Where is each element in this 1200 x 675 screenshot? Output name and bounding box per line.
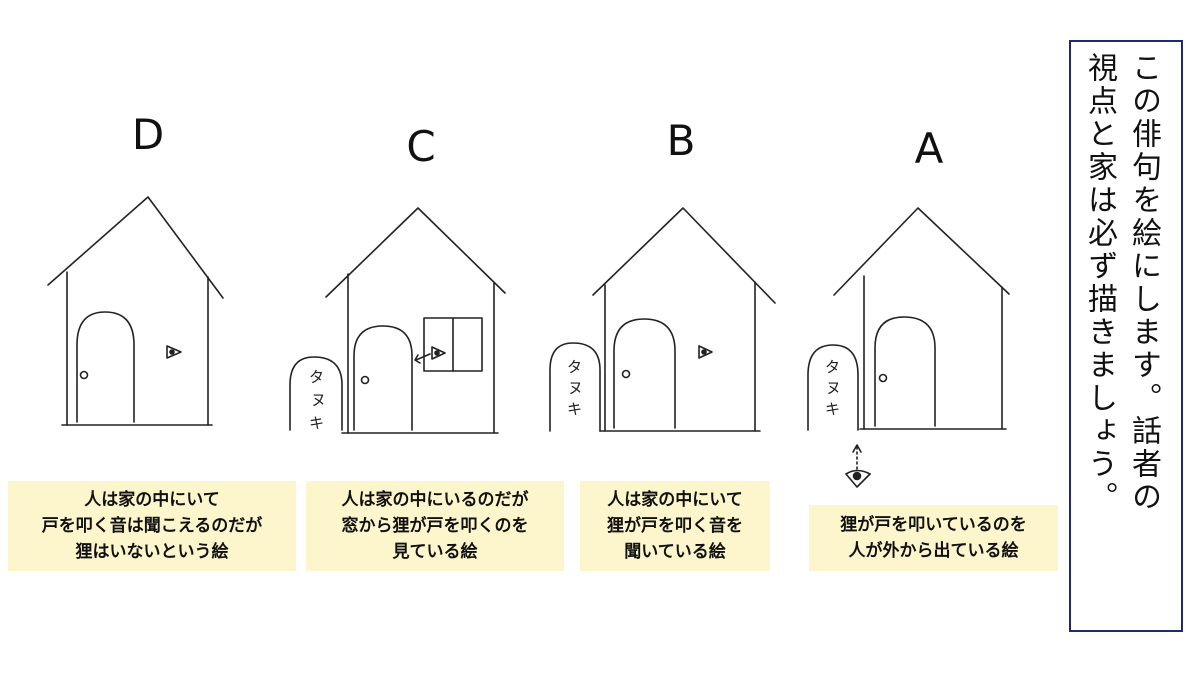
caption-line: 聞いている絵 <box>624 542 726 562</box>
panel-c-letter: C <box>406 122 436 171</box>
tanuki-label-char: タ <box>825 358 840 376</box>
caption-line: 人は家の中にいるのだが <box>341 490 529 510</box>
tanuki-label-char: タ <box>567 358 582 376</box>
house-drawings: タ ヌ キ タ ヌ キ タ ヌ キ <box>47 196 1010 470</box>
eye-icon <box>431 346 446 360</box>
house-c <box>289 207 506 434</box>
panel-b-letter: B <box>666 116 696 165</box>
caption-line: 見ている絵 <box>392 542 478 562</box>
tanuki-label-c: タ ヌ キ <box>309 368 326 432</box>
tanuki-b <box>549 342 601 432</box>
caption-a: 狸が戸を叩いているのを 人が外から出ている絵 <box>809 505 1058 571</box>
caption-line: 狸が戸を叩く音を <box>607 516 743 536</box>
tanuki-a <box>807 344 859 431</box>
doorknob-b <box>621 369 631 379</box>
tanuki-label-char: キ <box>567 400 582 418</box>
caption-d: 人は家の中にいて 戸を叩く音は聞こえるのだが 狸はいないという絵 <box>8 481 296 571</box>
house-d <box>47 196 224 426</box>
caption-b: 人は家の中にいて 狸が戸を叩く音を 聞いている絵 <box>580 481 770 571</box>
tanuki-label-char: キ <box>309 414 324 432</box>
tanuki-label-char: ヌ <box>826 379 841 397</box>
eye-icon <box>845 469 871 488</box>
tanuki-label-char: ヌ <box>311 391 326 409</box>
house-b <box>549 207 776 432</box>
door-b <box>613 318 676 429</box>
tanuki-c <box>289 356 343 431</box>
door-d <box>76 311 135 423</box>
eye-icon <box>166 345 182 359</box>
caption-line: 窓から狸が戸を叩くのを <box>341 516 529 536</box>
door-c <box>353 325 413 431</box>
panel-d-letter: D <box>131 110 165 159</box>
side-note-column-1: この俳句を絵にします。話者の <box>1126 52 1161 514</box>
eye-icon <box>698 345 713 359</box>
tanuki-label-b: タ ヌ キ <box>567 358 583 418</box>
doorknob-c <box>360 375 370 385</box>
caption-line: 人が外から出ている絵 <box>848 541 1019 561</box>
side-note-frame: この俳句を絵にします。話者の 視点と家は必ず描きましょう。 <box>1069 40 1183 632</box>
tanuki-label-a: タ ヌ キ <box>825 358 841 418</box>
caption-line: 人は家の中にいて <box>607 490 743 510</box>
caption-line: 戸を叩く音は聞こえるのだが <box>41 516 263 536</box>
house-a <box>807 207 1010 470</box>
doorknob-d <box>79 370 89 380</box>
caption-c: 人は家の中にいるのだが 窓から狸が戸を叩くのを 見ている絵 <box>306 481 564 571</box>
caption-line: 人は家の中にいて <box>84 490 220 510</box>
tanuki-label-char: ヌ <box>568 379 583 397</box>
arrow-c <box>415 353 431 361</box>
door-a <box>874 316 936 427</box>
panel-a-letter: A <box>914 124 944 173</box>
caption-line: 狸が戸を叩いているのを <box>840 515 1027 535</box>
side-note-column-2: 視点と家は必ず描きましょう。 <box>1082 52 1117 514</box>
caption-line: 狸はいないという絵 <box>75 542 229 562</box>
doorknob-a <box>878 373 888 383</box>
tanuki-label-char: タ <box>309 368 324 386</box>
tanuki-label-char: キ <box>825 400 840 418</box>
